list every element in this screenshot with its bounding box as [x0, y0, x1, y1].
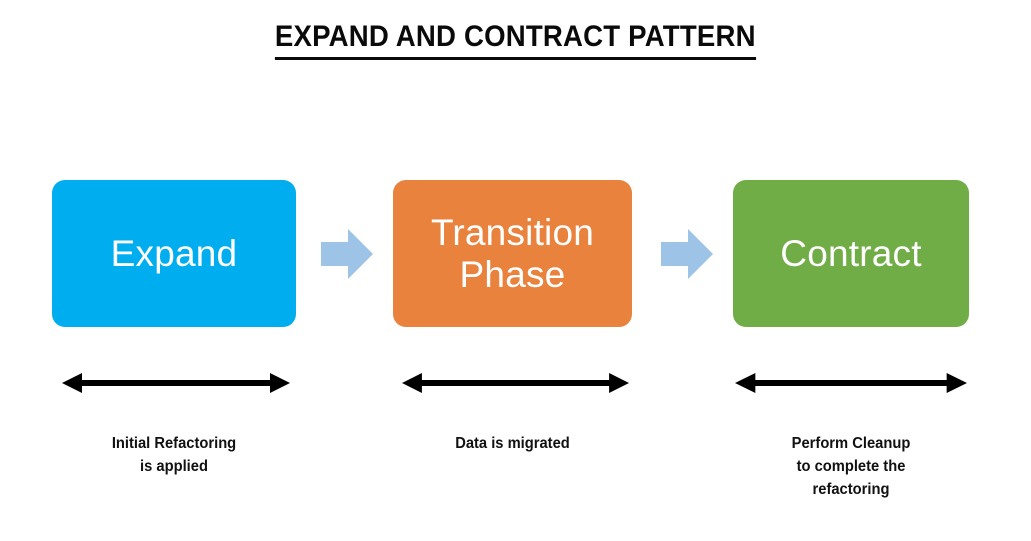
- phase-label-expand: Expand: [110, 232, 238, 274]
- phase-label-transition: Transition Phase: [430, 212, 595, 295]
- double-headed-arrow-icon: [62, 370, 290, 396]
- double-headed-arrow-icon: [735, 370, 967, 396]
- phase-box-contract[interactable]: Contract: [733, 180, 969, 327]
- double-headed-arrow-icon: [402, 370, 629, 396]
- right-block-arrow-icon: [321, 228, 373, 280]
- page-title: EXPAND AND CONTRACT PATTERN: [275, 20, 756, 60]
- phase-box-expand[interactable]: Expand: [52, 180, 296, 327]
- phase-caption-expand: Initial Refactoring is applied: [111, 435, 237, 475]
- phase-caption-transition: Data is migrated: [455, 435, 570, 452]
- phase-label-contract: Contract: [780, 232, 922, 274]
- page-title-container: EXPAND AND CONTRACT PATTERN: [0, 20, 1031, 60]
- phase-caption-contract: Perform Cleanup to complete the refactor…: [791, 435, 911, 498]
- phase-box-transition[interactable]: Transition Phase: [393, 180, 632, 327]
- right-block-arrow-icon: [661, 228, 713, 280]
